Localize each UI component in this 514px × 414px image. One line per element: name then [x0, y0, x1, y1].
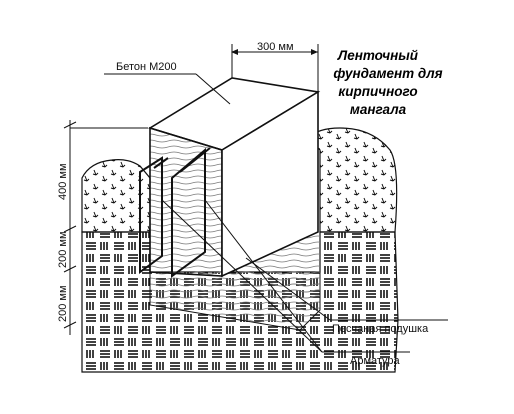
rebar-frame-right — [171, 147, 211, 278]
diagram-title: Ленточный фундамент для кирпичного манга… — [333, 48, 442, 117]
height-upper-label: 400 мм — [57, 163, 69, 200]
rebar-leader-2 — [204, 199, 323, 353]
title-line-3: кирпичного — [338, 84, 417, 99]
foundation-front-face — [149, 126, 223, 277]
sand-cushion-side — [218, 232, 320, 300]
height-dimension — [63, 120, 148, 335]
rebar-leader-1 — [161, 199, 323, 353]
soil-left — [81, 159, 151, 233]
rebar-label: Арматура — [350, 355, 401, 367]
height-lower-label: 200 мм — [57, 285, 69, 322]
sand-cushion-label: Песчаная подушка — [332, 323, 429, 335]
title-line-2: фундамент для — [333, 66, 442, 81]
soil-right — [307, 127, 398, 233]
width-dimension — [231, 44, 319, 92]
title-line-1: Ленточный — [337, 48, 419, 63]
rebar-frame-left — [139, 156, 169, 274]
sand-leader — [245, 257, 331, 321]
title-line-4: мангала — [350, 102, 407, 117]
concrete-label: Бетон М200 — [116, 61, 177, 73]
width-label: 300 мм — [257, 41, 294, 53]
foundation-side-face — [221, 90, 319, 278]
height-middle-label: 200 мм — [57, 231, 69, 268]
